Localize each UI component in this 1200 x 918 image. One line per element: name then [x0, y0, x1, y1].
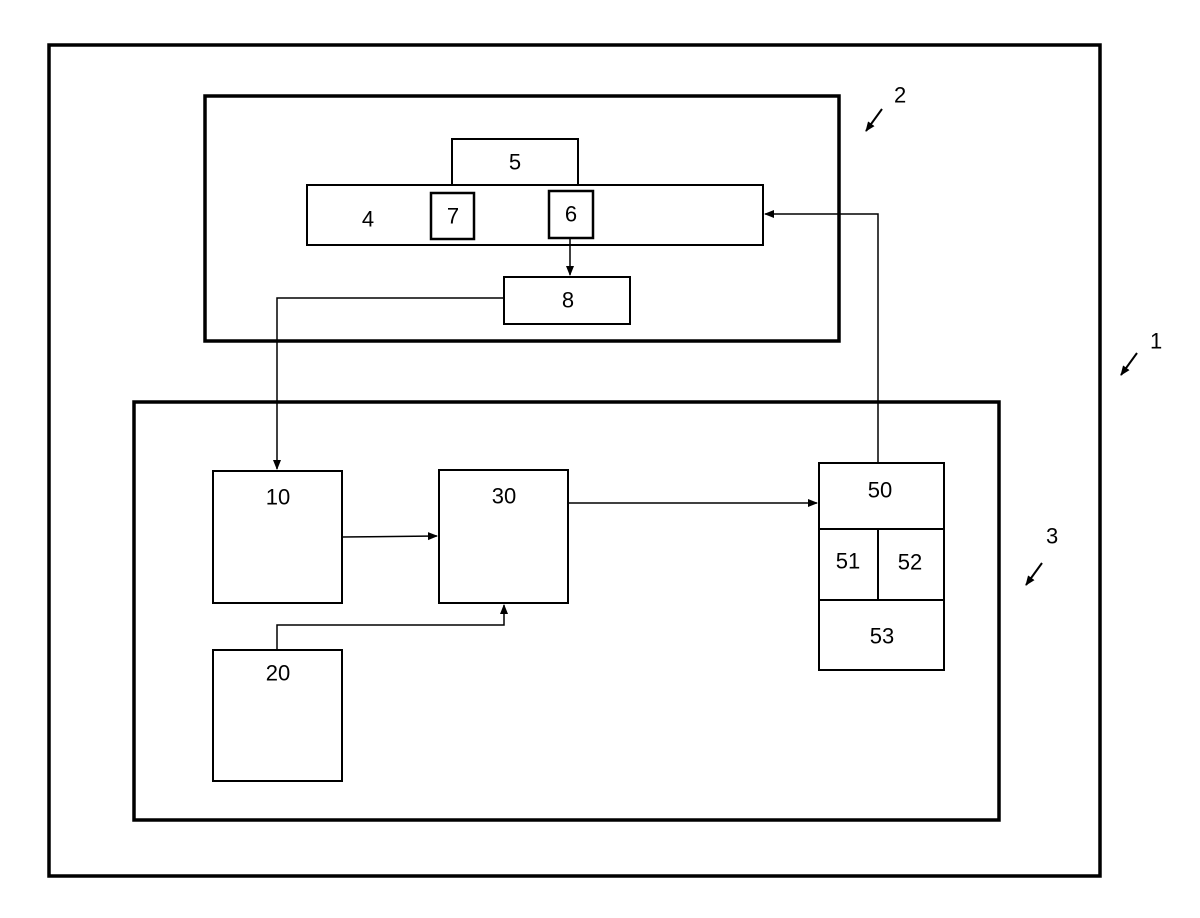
connector-10-to-30 — [341, 532, 438, 541]
block-6: 6 — [547, 189, 595, 240]
block-53-label: 53 — [870, 624, 894, 649]
block-50-group: 50 51 52 53 — [818, 462, 945, 671]
connector-50-to-4 — [764, 210, 879, 463]
block-30: 30 — [438, 469, 569, 604]
block-10: 10 — [212, 470, 343, 604]
block-6-label: 6 — [565, 202, 577, 227]
block-5-label: 5 — [509, 150, 521, 175]
reference-2: 2 — [865, 83, 906, 132]
block-8: 8 — [503, 276, 631, 325]
block-4: 4 — [306, 184, 764, 246]
reference-2-label: 2 — [894, 83, 906, 108]
block-10-label: 10 — [266, 485, 290, 510]
block-30-label: 30 — [492, 484, 516, 509]
block-7-label: 7 — [447, 204, 459, 229]
block-4-label: 4 — [362, 207, 374, 232]
block-52-label: 52 — [898, 550, 922, 575]
block-7: 7 — [429, 191, 476, 241]
block-51-label: 51 — [836, 549, 860, 574]
block-50-label: 50 — [868, 478, 892, 503]
reference-3-label: 3 — [1046, 524, 1058, 549]
connector-8-to-10 — [273, 297, 504, 470]
reference-1-label: 1 — [1150, 329, 1162, 354]
reference-3: 3 — [1025, 524, 1058, 586]
reference-1: 1 — [1120, 329, 1162, 376]
block-20-label: 20 — [266, 661, 290, 686]
block-20: 20 — [212, 649, 343, 782]
block-8-label: 8 — [562, 288, 574, 313]
block-5: 5 — [451, 138, 579, 186]
connector-20-to-30 — [276, 604, 508, 650]
